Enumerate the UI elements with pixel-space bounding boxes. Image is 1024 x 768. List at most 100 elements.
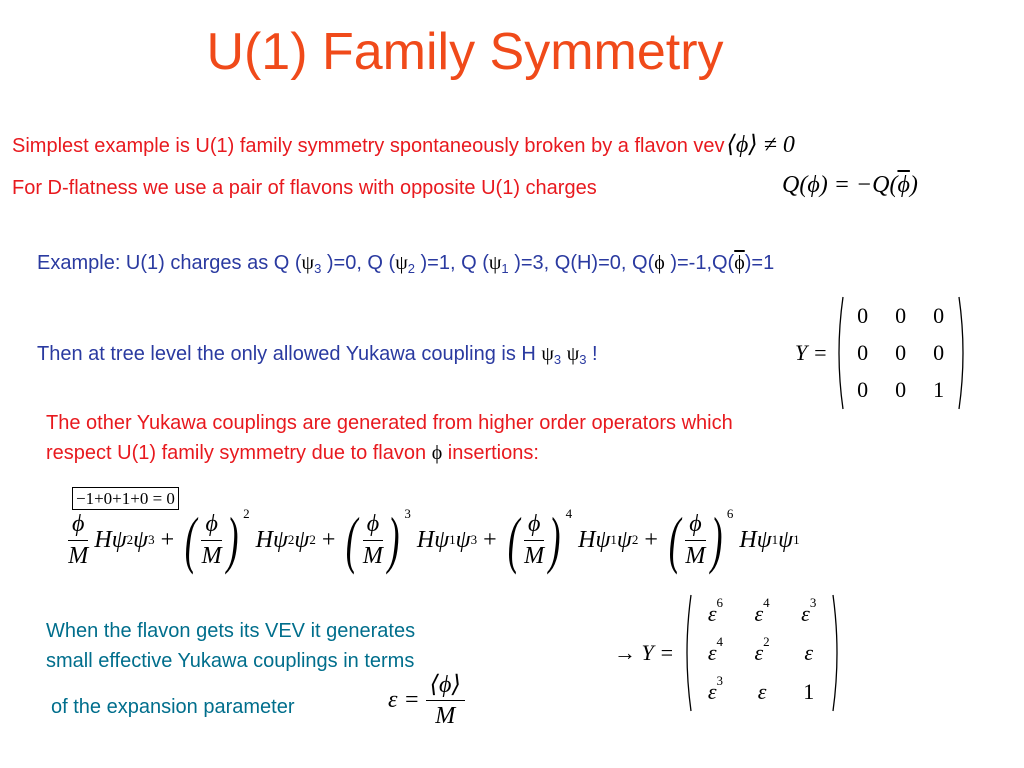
psi-symbol: ψ [616, 526, 632, 553]
psi-symbol: ψ [434, 526, 450, 553]
matrix-cell: 0 [895, 339, 907, 365]
psi-index: 2 [309, 532, 316, 547]
psi-symbol: ψ [111, 526, 127, 553]
psi-index: 2 [126, 532, 134, 547]
matrix-cell: ε [757, 678, 767, 704]
matrix-cell: 0 [857, 339, 869, 365]
matrix-cell: 0 [857, 302, 869, 328]
right-paren: ) [549, 504, 561, 575]
psi-symbol: ψ [133, 526, 149, 553]
matrix-cell: 0 [895, 302, 907, 328]
psi-symbol: ψ [273, 526, 288, 553]
plus-sign: + [160, 526, 175, 553]
higgs-symbol: H [578, 526, 596, 553]
higgs-symbol: H [416, 526, 435, 553]
psi-index: 1 [449, 532, 456, 547]
d-flatness-line: For D-flatness we use a pair of flavons … [12, 177, 597, 199]
fraction-numerator: ϕ [685, 511, 706, 541]
fraction-denominator: M [685, 542, 706, 569]
left-paren: ( [346, 504, 358, 575]
charge-sum-box: −1+0+1+0 = 0 [72, 487, 179, 510]
matrix-label: Y = [795, 340, 828, 365]
right-paren: ) [226, 504, 239, 575]
right-paren-icon [832, 594, 838, 712]
psi-symbol: ψ [778, 526, 794, 553]
higgs-symbol: H [739, 526, 757, 553]
higgs-symbol: H [94, 526, 112, 553]
right-paren: ) [387, 504, 400, 575]
matrix-cell: ε [804, 639, 814, 665]
higher-order-line-2: respect U(1) family symmetry due to flav… [46, 442, 539, 464]
plus-sign: + [644, 526, 658, 553]
psi-symbol: ψ [756, 526, 772, 553]
matrix-cell: ε3 [707, 672, 723, 704]
matrix-body: ε6 ε4 ε3 ε4 ε2 ε ε3 ε 1 [692, 595, 832, 711]
left-paren-icon [686, 594, 692, 712]
matrix-cell: 1 [933, 377, 945, 403]
exponent: 2 [243, 506, 250, 521]
left-paren: ( [507, 504, 520, 575]
psi-index: 2 [631, 532, 639, 547]
matrix-cell: 0 [895, 377, 907, 403]
left-paren: ( [184, 504, 197, 575]
fraction-numerator: ϕ [523, 511, 545, 541]
psi-index: 3 [148, 532, 155, 547]
vev-nonzero-math: ⟨ϕ⟩ ≠ 0 [726, 132, 795, 158]
matrix-cell: ε2 [754, 633, 770, 665]
left-paren: ( [668, 504, 681, 575]
matrix-cell: ε4 [754, 595, 770, 627]
matrix-cell: ε3 [801, 595, 817, 627]
exponent: 4 [565, 506, 573, 521]
intro-line: Simplest example is U(1) family symmetry… [12, 130, 795, 159]
page-title: U(1) Family Symmetry [206, 23, 724, 81]
psi-index: 1 [793, 532, 800, 547]
exponent: 3 [404, 506, 411, 521]
fraction-denominator: M [201, 542, 222, 569]
psi-symbol: ψ [294, 526, 310, 553]
fraction-numerator: ϕ [68, 511, 89, 541]
vev-line-3: of the expansion parameter [51, 696, 295, 718]
exponent: 6 [726, 506, 734, 521]
psi-index: 1 [610, 532, 617, 547]
right-paren: ) [710, 504, 723, 575]
psi-symbol: ψ [455, 526, 471, 553]
example-charges-line: Example: U(1) charges as Q (ψ3 )=0, Q (ψ… [37, 252, 775, 276]
matrix-label: → Y = [614, 640, 675, 665]
matrix-cell: ε6 [707, 595, 723, 627]
psi-symbol: ψ [595, 526, 611, 553]
left-paren-icon [837, 296, 844, 410]
fraction-denominator: M [362, 542, 383, 569]
tree-level-line: Then at tree level the only allowed Yuka… [37, 343, 598, 367]
phi-bar: ϕ [897, 172, 910, 198]
epsilon-definition: ε = ⟨ϕ⟩ M [388, 672, 465, 730]
psi-index: 1 [771, 532, 779, 547]
matrix-cell: 1 [803, 678, 815, 704]
matrix-cell: ε4 [707, 633, 723, 665]
fraction-numerator: ϕ [362, 511, 384, 541]
fraction-denominator: M [68, 542, 89, 569]
intro-text: Simplest example is U(1) family symmetry… [12, 135, 725, 157]
charge-relation-math: Q(ϕ) = −Q(ϕ) [782, 172, 918, 198]
plus-sign: + [483, 526, 497, 553]
higher-order-line-1: The other Yukawa couplings are generated… [46, 412, 733, 434]
vev-line-1: When the flavon gets its VEV it generate… [46, 620, 416, 642]
right-paren-icon [957, 296, 964, 410]
fraction-denominator: M [524, 542, 545, 569]
matrix-cell: 0 [933, 339, 945, 365]
higgs-symbol: H [255, 526, 274, 553]
plus-sign: + [321, 526, 336, 553]
matrix-cell: 0 [933, 302, 945, 328]
